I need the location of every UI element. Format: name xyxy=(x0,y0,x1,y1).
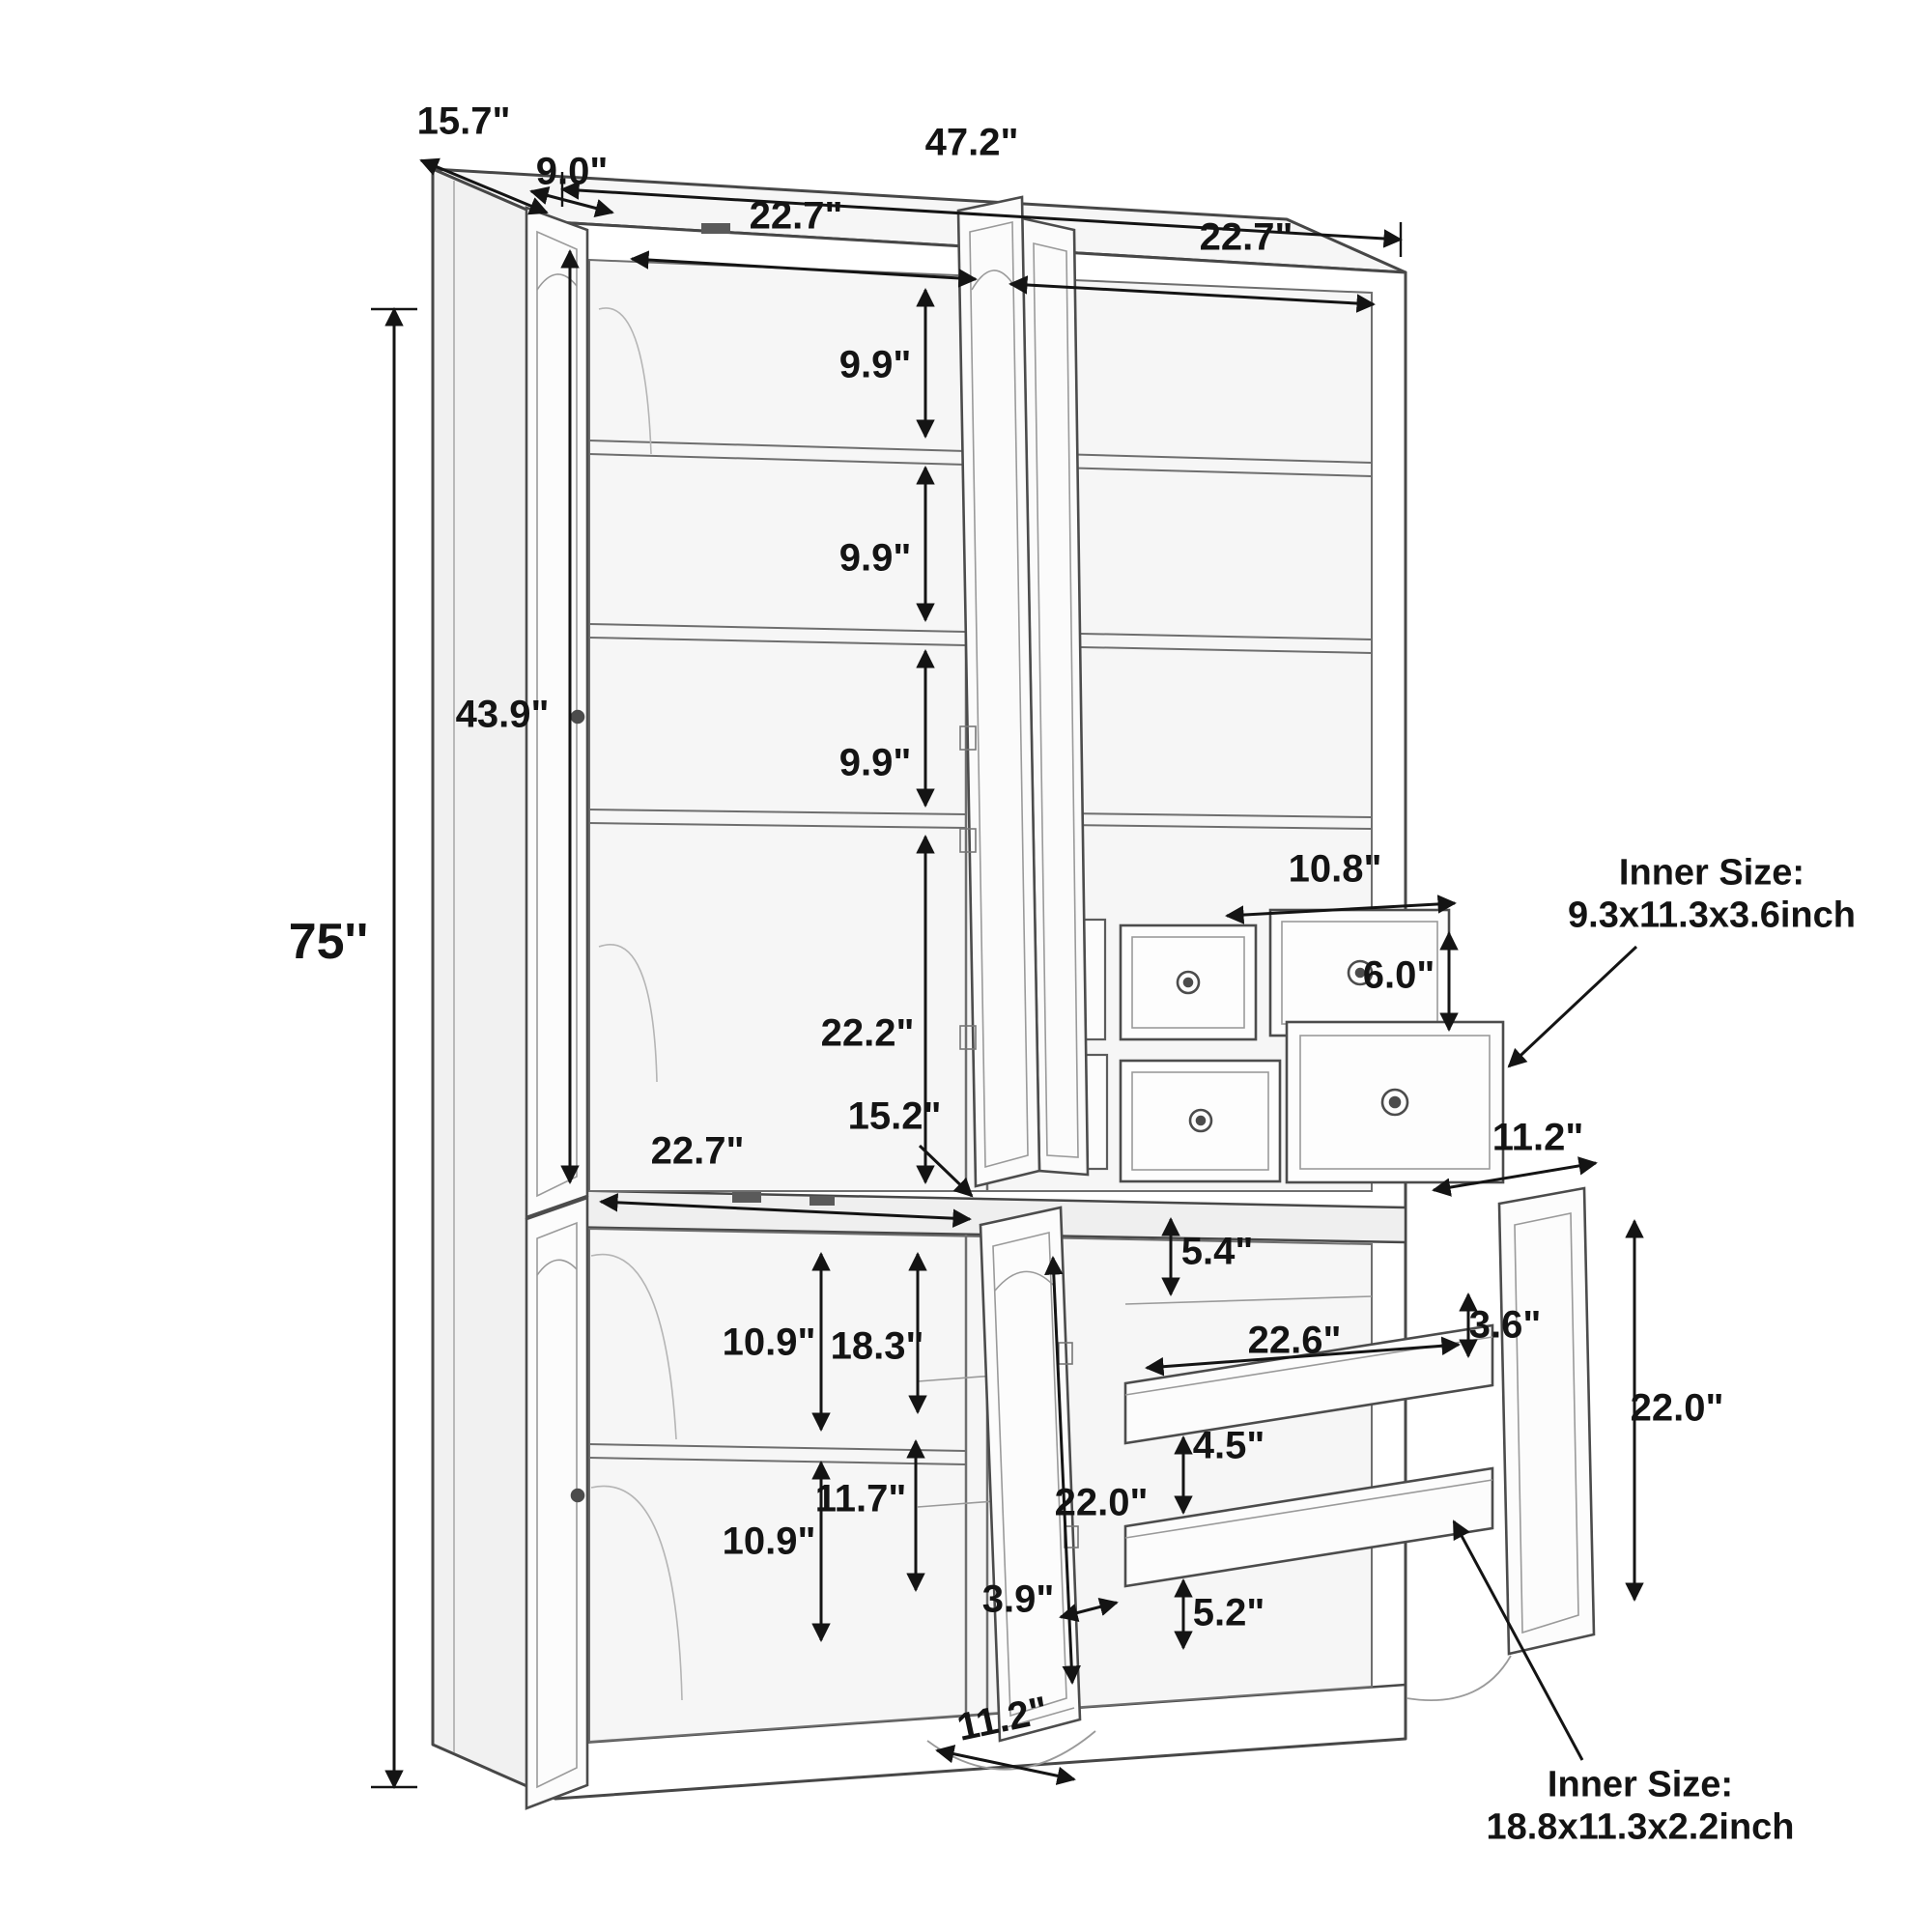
dim-drawer-width: 10.8" xyxy=(1288,847,1382,891)
dim-drawer-height: 6.0" xyxy=(1362,953,1435,997)
lower-left-door xyxy=(525,1196,589,1810)
dim-mid-left-width: 22.7" xyxy=(650,1129,745,1173)
lower-interior xyxy=(588,1227,1373,1744)
annotation-inner-size-bottom: Inner Size: 18.8x11.3x2.2inch xyxy=(1486,1764,1794,1848)
dim-lower-center-inner: 11.7" xyxy=(814,1477,907,1520)
annotation-inner-size-top: Inner Size: 9.3x11.3x3.6inch xyxy=(1568,852,1856,936)
dim-right-door-top-width: 11.2" xyxy=(1492,1116,1584,1159)
dim-lower-left-gap-bottom: 10.9" xyxy=(722,1520,816,1563)
dim-tray-gap-bottom: 5.2" xyxy=(1192,1591,1265,1634)
dim-door-thickness: 3.9" xyxy=(981,1577,1055,1621)
dim-overall-width: 47.2" xyxy=(924,121,1019,164)
dim-shelf-gap-2: 9.9" xyxy=(838,536,912,580)
annotation-inner-size-bottom-label: Inner Size: xyxy=(1547,1764,1734,1805)
dim-upper-right-width: 22.7" xyxy=(1199,215,1293,259)
annotation-inner-size-top-value: 9.3x11.3x3.6inch xyxy=(1568,895,1856,935)
annotation-inner-size-bottom-value: 18.8x11.3x2.2inch xyxy=(1486,1806,1795,1847)
dim-depth: 15.7" xyxy=(416,99,511,143)
dim-door-depth: 9.0" xyxy=(535,150,609,193)
dim-shelf-gap-1: 9.9" xyxy=(838,343,912,386)
annotation-inner-size-top-label: Inner Size: xyxy=(1618,852,1805,894)
dim-overall-height: 75'' xyxy=(288,914,369,970)
dim-right-door-height: 22.0" xyxy=(1630,1386,1724,1430)
right-drawers xyxy=(1119,908,1505,1184)
dim-tray-slot-height: 3.6" xyxy=(1468,1303,1542,1347)
dim-tray-gap-mid: 4.5" xyxy=(1192,1424,1265,1467)
dim-upper-left-width: 22.7" xyxy=(749,194,843,238)
lower-right-door xyxy=(1497,1186,1596,1656)
dim-shelf-gap-3: 9.9" xyxy=(838,741,912,784)
dim-lower-center-height: 18.3" xyxy=(830,1324,924,1368)
dim-lower-left-gap-top: 10.9" xyxy=(722,1321,816,1364)
dim-tray-width: 22.6" xyxy=(1247,1319,1342,1362)
dim-shelf-depth: 15.2" xyxy=(847,1094,942,1138)
dim-center-door-height: 22.0" xyxy=(1054,1481,1149,1524)
dim-upper-door-height: 43.9" xyxy=(455,693,550,736)
dim-upper-lower-gap: 22.2" xyxy=(820,1011,915,1055)
upper-center-doors xyxy=(956,195,1090,1188)
dim-gap-above-tray: 5.4" xyxy=(1180,1230,1254,1273)
dimension-arrows xyxy=(371,157,1644,1789)
